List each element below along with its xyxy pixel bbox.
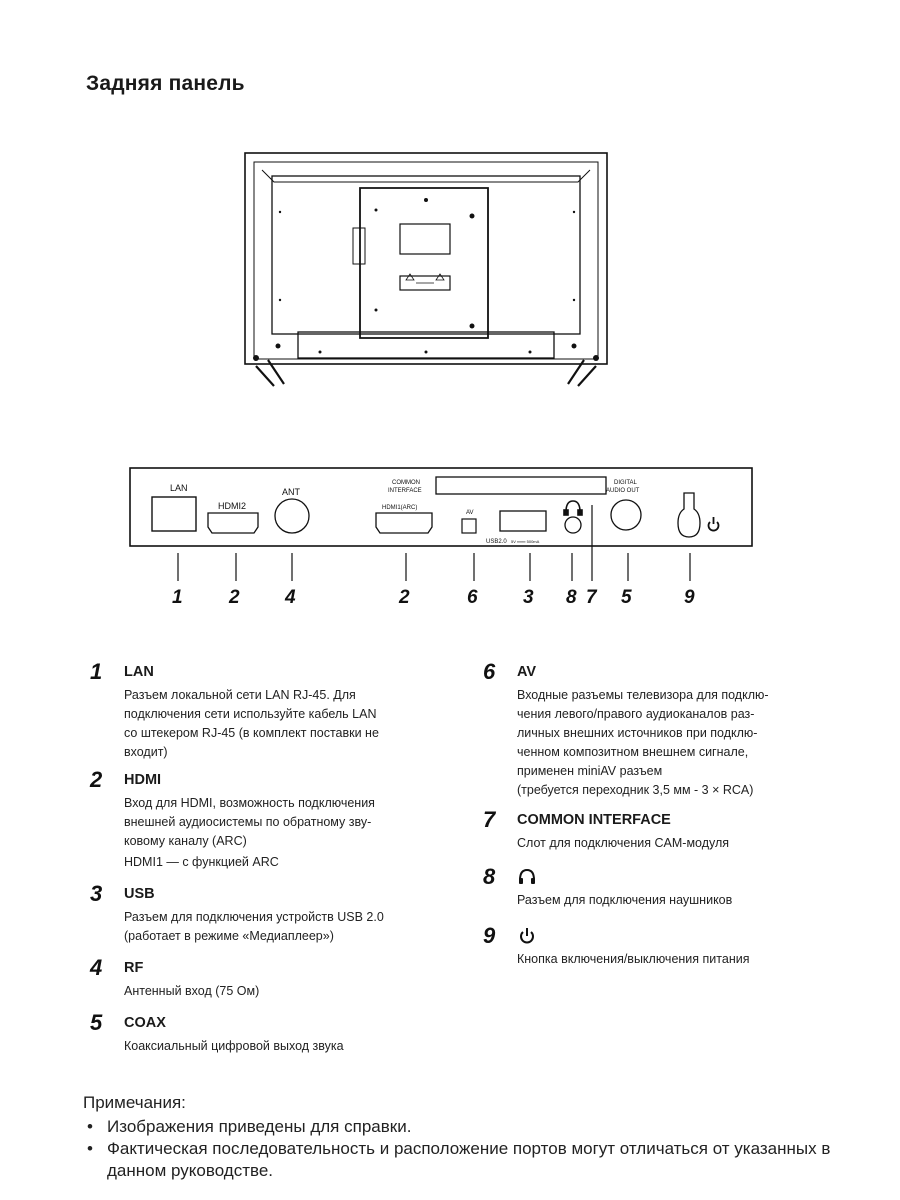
headphones-icon: [563, 500, 583, 516]
item-usb: 3 USB Разъем для подключения устройств U…: [90, 881, 450, 946]
connector-panel-diagram: LAN HDMI2 ANT COMMON INTERFACE HDMI1(ARC…: [129, 467, 753, 608]
callout-2: 2: [228, 587, 240, 608]
item-av: 6 AV Входные разъемы телевизора для подк…: [483, 659, 843, 800]
item-number: 9: [483, 923, 496, 948]
hdmi2-label: HDMI2: [218, 501, 246, 511]
notes-section: Примечания: Изображения приведены для сп…: [83, 1092, 863, 1182]
callout-1: 1: [172, 587, 183, 608]
item-lan: 1 LAN Разъем локальной сети LAN RJ-45. Д…: [90, 659, 450, 762]
hdmi1-port: [375, 512, 433, 534]
usb-rating-label: 5V ═══ 500mA: [511, 539, 540, 544]
item-number: 3: [90, 881, 103, 906]
item-text: Разъем для подключения устройств USB 2.0…: [124, 910, 384, 943]
item-coax: 5 COAX Коаксиальный цифровой выход звука: [90, 1010, 450, 1056]
item-hdmi: 2 HDMI Вход для HDMI, возможность подклю…: [90, 767, 450, 872]
digital-audio-label-2: AUDIO OUT: [606, 488, 640, 494]
power-button: [677, 492, 701, 538]
callout-8: 8: [566, 587, 577, 608]
connector-panel-outline: [129, 467, 753, 547]
ant-label: ANT: [282, 487, 301, 497]
descriptions-left: 1 LAN Разъем локальной сети LAN RJ-45. Д…: [90, 659, 450, 1056]
item-text: Коаксиальный цифровой выход звука: [124, 1039, 344, 1053]
callout-7: 7: [586, 587, 598, 608]
tv-right-stand: [567, 359, 597, 387]
lan-port: [151, 496, 197, 532]
tv-label-sticker: [399, 223, 451, 255]
item-title: HDMI: [124, 772, 162, 788]
callout-6: 6: [467, 587, 478, 608]
common-interface-label-2: INTERFACE: [388, 488, 422, 494]
ant-port: [274, 498, 310, 534]
tv-rear-illustration: [244, 152, 608, 387]
item-text: Разъем локальной сети LAN RJ-45. Для под…: [124, 688, 379, 759]
hdmi1-label: HDMI1(ARC): [382, 505, 417, 511]
item-title: COAX: [124, 1015, 166, 1031]
item-text: Кнопка включения/выключения питания: [517, 952, 750, 966]
descriptions-right: 6 AV Входные разъемы телевизора для подк…: [483, 659, 843, 969]
item-common-interface: 7 COMMON INTERFACE Слот для подключения …: [483, 807, 843, 853]
tv-outer-frame: [244, 152, 608, 365]
tv-bottom-bar: [297, 331, 555, 359]
item-rf: 4 RF Антенный вход (75 Ом): [90, 955, 450, 1001]
item-number: 8: [483, 864, 496, 889]
item-number: 2: [90, 767, 103, 792]
item-text: Разъем для подключения наушников: [517, 893, 733, 907]
common-interface-label-1: COMMON: [392, 480, 420, 486]
item-title: LAN: [124, 664, 154, 680]
lan-label: LAN: [170, 483, 188, 493]
notes-list: Изображения приведены для справки. Факти…: [83, 1116, 863, 1182]
item-title: [517, 926, 843, 946]
item-number: 5: [90, 1010, 103, 1035]
item-text: Вход для HDMI, возможность подключения в…: [124, 796, 375, 848]
hdmi2-port: [207, 512, 259, 534]
item-text: Антенный вход (75 Ом): [124, 984, 260, 998]
item-title: COMMON INTERFACE: [517, 812, 671, 828]
callout-2b: 2: [398, 587, 410, 608]
callout-4: 4: [284, 587, 296, 608]
av-port: [461, 518, 477, 534]
note-item: Изображения приведены для справки.: [87, 1116, 863, 1138]
item-text: Слот для подключения CAM-модуля: [517, 836, 730, 850]
item-number: 1: [90, 659, 103, 684]
av-label: AV: [466, 510, 474, 516]
usb-port: [499, 510, 547, 532]
notes-title: Примечания:: [83, 1093, 186, 1112]
note-item: Фактическая последовательность и располо…: [87, 1138, 863, 1182]
callout-5: 5: [621, 587, 632, 608]
item-text: Входные разъемы телевизора для подклю- ч…: [517, 688, 769, 797]
headphones-icon: [519, 868, 535, 884]
item-title: AV: [517, 664, 537, 680]
headphones-port: [564, 516, 582, 534]
power-icon: [707, 517, 720, 532]
item-extra: HDMI1 — с функцией ARC: [124, 855, 279, 869]
digital-audio-label-1: DIGITAL: [614, 480, 638, 486]
item-title: [517, 867, 843, 887]
tv-warning-sticker: [399, 275, 451, 291]
page-title: Задняя панель: [86, 72, 245, 95]
tv-left-stand: [255, 359, 285, 387]
digital-audio-port: [610, 499, 642, 531]
common-interface-slot: [435, 476, 607, 495]
item-number: 4: [90, 955, 103, 980]
item-headphones: 8 Разъем для подключения наушников: [483, 864, 843, 910]
callout-9: 9: [684, 587, 695, 608]
tv-back-plate: [359, 187, 489, 339]
item-power: 9 Кнопка включения/выключения питания: [483, 923, 843, 969]
callout-3: 3: [523, 587, 534, 608]
item-title: RF: [124, 960, 144, 976]
item-title: USB: [124, 886, 155, 902]
item-number: 7: [483, 807, 496, 832]
item-number: 6: [483, 659, 496, 684]
usb-label: USB2.0: [486, 539, 507, 545]
power-icon: [520, 928, 534, 944]
